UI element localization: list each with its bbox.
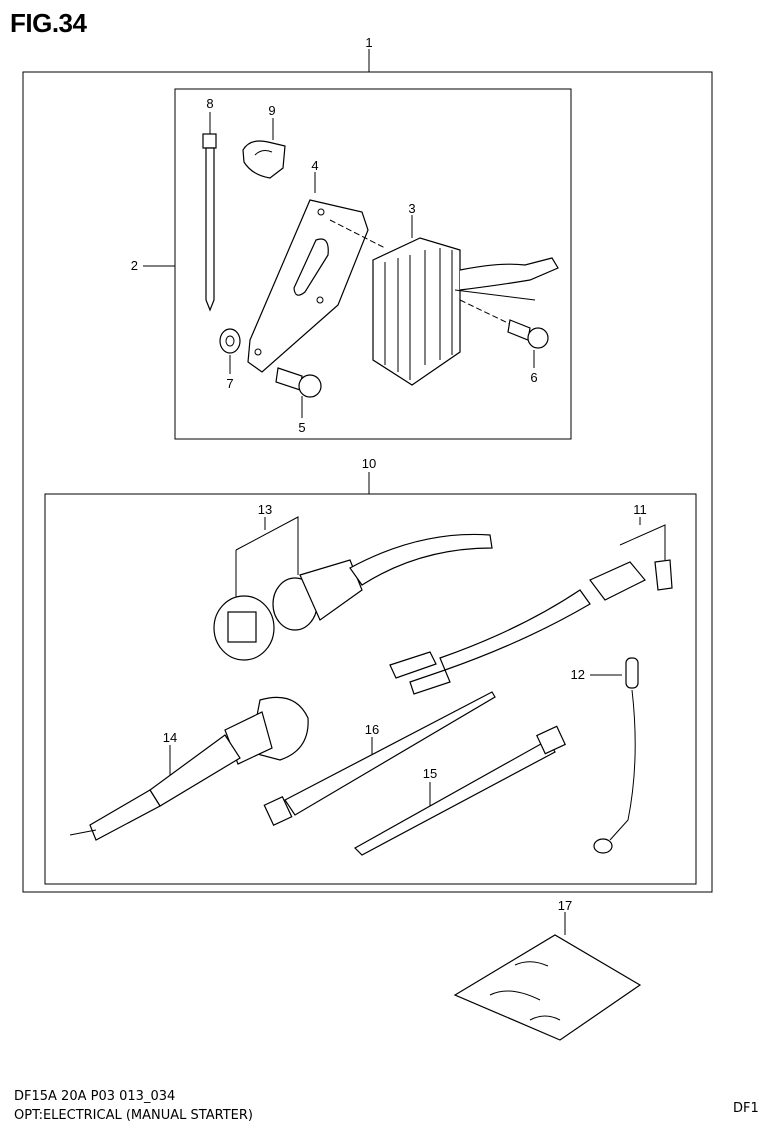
callout-17: 17	[558, 898, 572, 913]
assembly-10-frame	[44, 493, 697, 885]
assembly-2-frame	[174, 88, 572, 440]
callout-1: 1	[365, 35, 372, 50]
footer-model-code: DF15A 20A P03 013_034	[14, 1089, 176, 1104]
clamp-part-9	[242, 118, 286, 179]
callout-14: 14	[163, 730, 177, 745]
footer-caption: OPT:ELECTRICAL (MANUAL STARTER)	[14, 1108, 253, 1123]
callout-13: 13	[258, 502, 272, 517]
fuse-connector-part-11	[389, 517, 673, 695]
figure-title: FIG.34	[10, 8, 87, 38]
bolt-part-6	[459, 299, 549, 368]
callout-5: 5	[298, 420, 305, 435]
assembly-1-frame	[22, 71, 713, 893]
footer-corner-tag: DF1	[733, 1101, 759, 1116]
callout-3: 3	[408, 201, 415, 216]
callout-12: 12	[571, 667, 585, 682]
callout-11: 11	[633, 502, 647, 517]
callout-9: 9	[268, 103, 275, 118]
bag-part-17	[453, 912, 642, 1041]
callout-2: 2	[131, 258, 138, 273]
callout-16: 16	[365, 722, 379, 737]
callout-15: 15	[423, 766, 437, 781]
callout-4: 4	[311, 158, 318, 173]
connector-part-13	[213, 516, 493, 661]
callout-7: 7	[226, 376, 233, 391]
bolt-part-5	[275, 367, 322, 418]
earth-lead-part-12	[590, 657, 639, 854]
regulator-part-3	[372, 215, 559, 386]
callout-10: 10	[362, 456, 376, 471]
cable-tie-part-15	[354, 725, 566, 856]
callout-8: 8	[206, 96, 213, 111]
callout-6: 6	[530, 370, 537, 385]
cable-tie-part-8	[202, 112, 217, 312]
washer-part-7	[219, 328, 241, 374]
cable-part-14	[69, 696, 309, 841]
bracket-part-4	[247, 172, 386, 373]
cable-tie-part-16	[263, 691, 496, 826]
